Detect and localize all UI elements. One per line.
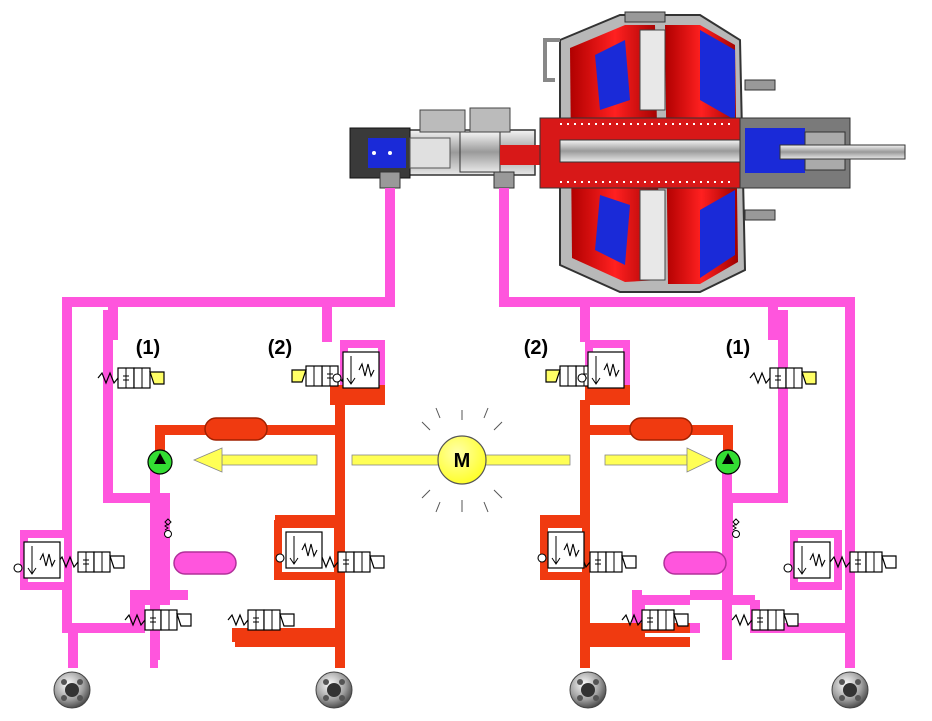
outlet-valve-left-2 [227, 609, 295, 631]
damper-chamber-left [204, 417, 268, 441]
wheel-brake-icon [831, 671, 869, 709]
inlet-solenoid-valve-right [749, 367, 817, 389]
wheel-brake-icon [315, 671, 353, 709]
wheel-brake-icon [53, 671, 91, 709]
low-pressure-accumulator-left [173, 551, 237, 575]
label-switch-valve-left: (2) [268, 337, 292, 359]
drive-arrow-left [192, 447, 318, 473]
low-pressure-branches [20, 300, 842, 660]
label-switch-valve-right: (2) [524, 337, 548, 359]
label-inlet-valve-right: (1) [726, 337, 750, 359]
brake-booster [349, 11, 906, 293]
motor-rays [421, 407, 503, 513]
label-inlet-valve-left: (1) [136, 337, 160, 359]
pump-left [147, 449, 173, 475]
wheel-brake-icon [569, 671, 607, 709]
drive-arrow-right [604, 447, 713, 473]
motor: M [437, 435, 487, 485]
relief-valve-left-top [332, 351, 380, 389]
low-pressure-accumulator-right [663, 551, 727, 575]
pump-right [715, 449, 741, 475]
damper-chamber-right [629, 417, 693, 441]
check-valve-right [732, 518, 740, 538]
motor-label: M [454, 450, 471, 472]
